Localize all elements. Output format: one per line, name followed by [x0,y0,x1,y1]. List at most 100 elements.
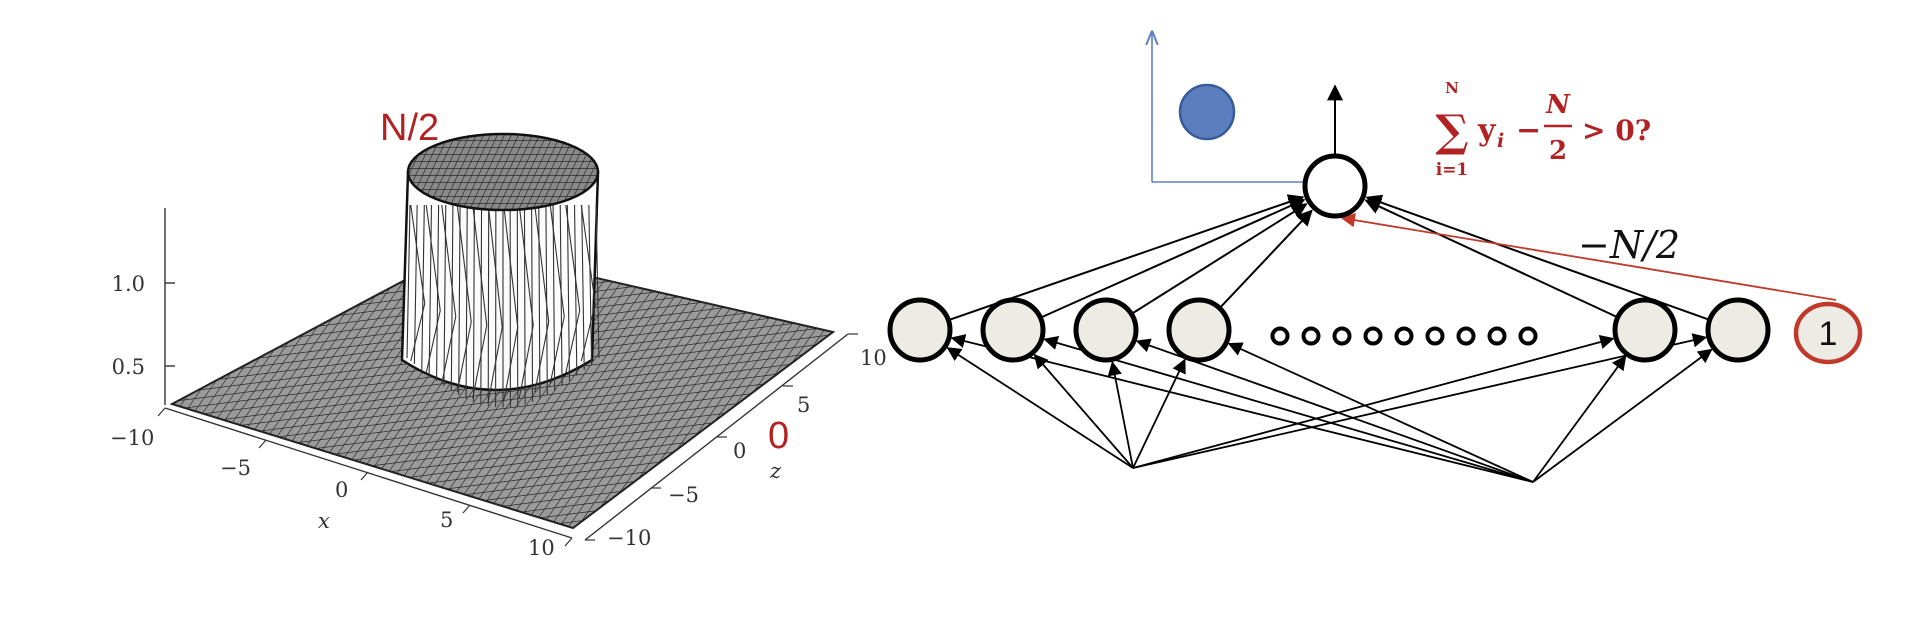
sum-term-subscript: i [1497,130,1504,152]
bias-edge [1340,213,1837,301]
network-edges [946,194,1713,483]
sum-upper-limit: N [1445,79,1459,97]
edge-from-input-source [946,347,1134,469]
edge-to-output [1130,203,1308,315]
ellipsis-dot [1425,326,1445,346]
edge-from-input-source [1132,358,1186,469]
cylinder-mesh-zigzag [425,204,441,374]
edge-from-input-source [1132,335,1615,469]
threshold-equation: N ∑ i=1 y i − N 2 > 0? [1435,79,1651,180]
cylinder-mesh-line [566,204,571,382]
edge-from-input-source [1107,360,1134,469]
cylinder-mesh-zigzag [518,204,534,399]
ellipsis-dot [1363,326,1383,346]
z-tick-label: −10 [607,526,651,550]
surface-plot: 1.0 0.5 −10 −5 0 5 10 x − [110,107,887,560]
minus-sign: − [1516,113,1541,148]
x-tick-label: 0 [335,478,348,502]
x-axis-label: x [318,509,330,533]
input-neuron [1073,297,1139,363]
ellipsis-dot [1518,326,1538,346]
cylinder-mesh-zigzag [549,204,565,384]
cylinder-mesh-zigzag [410,204,426,362]
cylinder-mesh-line [552,204,556,391]
x-axis: −10 −5 0 5 10 x [110,407,573,560]
peak-label: N/2 [380,107,439,149]
cylinder-mesh-line [413,204,418,364]
input-neuron [1612,297,1678,363]
vertical-axis: 1.0 0.5 [112,208,175,405]
feature-space-axes [1152,32,1318,182]
cylinder-mesh-line [581,204,585,370]
base-label: 0 [768,415,789,457]
cylinder-mesh-line [588,204,593,364]
bias-node-label: 1 [1819,315,1838,353]
ellipsis-dots [1270,326,1538,346]
cylinder-wireframe [406,204,600,408]
ellipsis-dot [1456,326,1476,346]
cylinder-mesh-zigzag [580,204,596,362]
cylinder-mesh-line [531,204,534,402]
edge-from-input-source [1033,353,1134,469]
bias-node: 1 [1793,301,1863,365]
ellipsis-dot [1301,326,1321,346]
edge-to-output [1364,199,1619,319]
edge-from-input-source [1043,335,1534,483]
vertical-tick-label: 0.5 [112,355,145,379]
z-axis: −10 −5 0 5 10 z [584,333,887,550]
cylinder-mesh-zigzag [503,204,519,402]
cylinder-mesh-line [472,204,475,402]
cylinder-mesh-zigzag [441,204,457,384]
edge-from-input-source [1135,338,1534,483]
ellipsis-dot [1394,326,1414,346]
edge-from-input-source [1532,348,1713,483]
cylinder-mesh-line [450,204,454,391]
fraction-denominator: 2 [1549,136,1567,166]
edge-from-input-source [1132,333,1708,469]
z-tick-label: 0 [733,439,746,463]
sigma-symbol: ∑ [1435,106,1468,157]
data-point-dot [1178,83,1236,141]
z-tick-label: −5 [668,483,699,507]
input-neuron [1166,297,1232,363]
x-tick-label: 5 [440,508,453,532]
sum-lower-limit: i=1 [1436,160,1469,180]
cylinder-mesh-line [480,204,483,405]
neural-network: N ∑ i=1 y i − N 2 > 0? −N/2 [887,32,1863,483]
x-tick-label: −5 [220,456,251,480]
input-neuron [1705,297,1771,363]
cylinder-mesh-line [406,204,411,359]
input-neurons [887,297,1771,363]
output-neuron [1302,153,1368,219]
cylinder-mesh-line [573,204,578,376]
cylinder-mesh-zigzag [456,204,472,393]
edge-from-input-source [1227,342,1534,483]
edge-to-output [1039,198,1306,319]
z-axis-label: z [769,459,782,483]
vertical-tick-label: 1.0 [112,272,145,296]
z-tick-label: 5 [797,393,810,417]
input-neuron [980,297,1046,363]
x-tick-label: −10 [110,426,154,450]
cylinder-mesh-zigzag [534,204,550,393]
cylinder-mesh-line [458,204,461,396]
ellipsis-dot [1487,326,1507,346]
cylinder-mesh-zigzag [472,204,488,399]
cylinder-mesh-line [428,204,433,376]
cylinder-top-mesh [406,132,600,212]
input-neuron [887,297,953,363]
z-tick-label: 10 [860,346,887,370]
edge-from-input-source [1532,355,1627,483]
cylinder-mesh-line [421,204,425,370]
cylinder-bump [400,132,600,408]
cylinder-mesh-line [465,204,468,399]
ellipsis-dot [1332,326,1352,346]
fraction-numerator: N [1545,90,1571,120]
cylinder-mesh-zigzag [565,204,581,374]
comparison: > 0? [1582,114,1651,147]
ellipsis-dot [1270,326,1290,346]
sum-term: y [1477,113,1497,148]
edge-to-output [1218,209,1313,309]
edge-from-input-source [950,334,1534,483]
